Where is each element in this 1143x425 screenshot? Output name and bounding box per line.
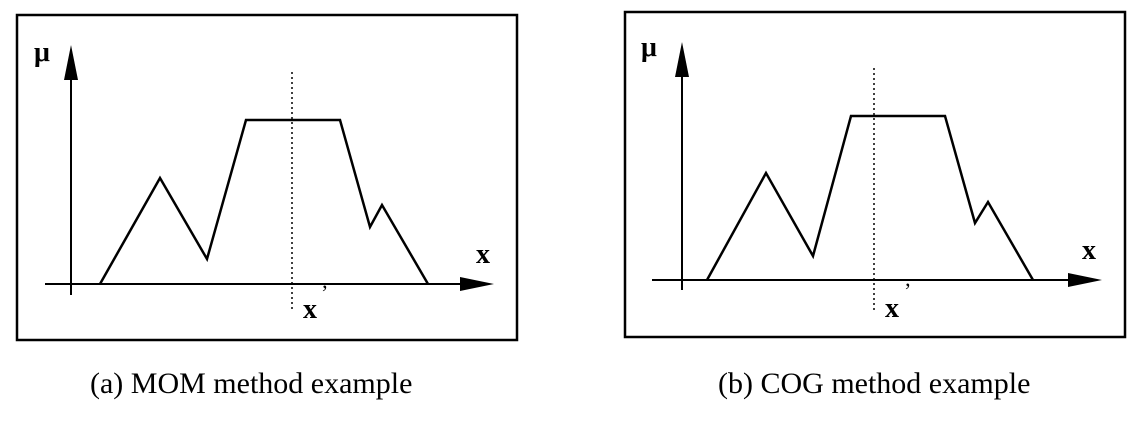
y-axis-arrowhead xyxy=(64,45,78,80)
panel-frame xyxy=(15,13,519,342)
caption-mom: (a) MOM method example xyxy=(90,367,412,400)
y-axis-label: μ xyxy=(641,32,657,63)
crisp-output-label: x xyxy=(303,294,317,325)
y-axis-arrowhead xyxy=(675,42,689,77)
crisp-output-prime: ’ xyxy=(904,278,911,303)
y-axis-label: μ xyxy=(34,37,50,68)
panel-mom: μ x x ’ xyxy=(15,13,519,342)
panel-cog: μ x x ’ xyxy=(623,10,1127,339)
x-axis-label: x xyxy=(1082,235,1096,266)
crisp-output-prime: ’ xyxy=(321,280,328,305)
crisp-output-label: x xyxy=(885,293,899,324)
membership-function-curve xyxy=(98,118,430,285)
x-axis-arrowhead xyxy=(460,277,494,291)
x-axis-arrowhead xyxy=(1068,273,1102,287)
x-axis-label: x xyxy=(476,239,490,270)
panel-frame xyxy=(623,10,1127,339)
caption-cog: (b) COG method example xyxy=(718,367,1030,400)
membership-function-curve xyxy=(705,114,1035,281)
